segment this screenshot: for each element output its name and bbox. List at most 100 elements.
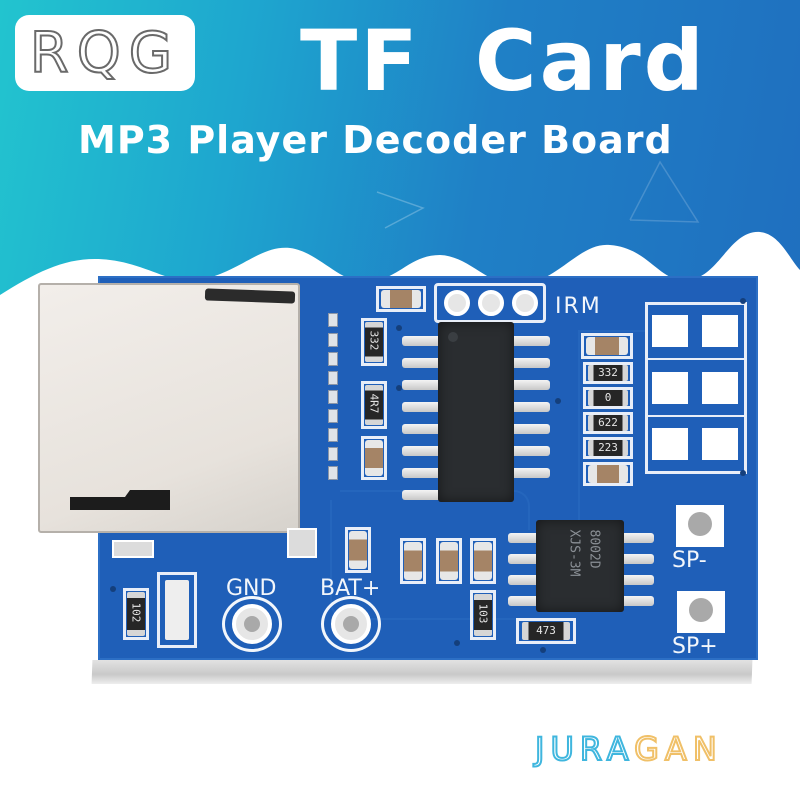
silk-outline	[345, 527, 371, 573]
silk-outline	[361, 381, 387, 429]
tf-slot-pin	[328, 447, 338, 461]
resistor-code: 473	[536, 624, 556, 637]
ic-lead	[620, 575, 654, 585]
resistor-622	[588, 415, 628, 431]
sp-plus-label: SP+	[672, 634, 718, 659]
ic-lead	[510, 380, 550, 390]
silk-outline	[361, 436, 387, 480]
silk-outline	[583, 462, 633, 486]
resistor-473	[522, 622, 570, 640]
ic-lead	[402, 490, 442, 500]
silk-outline	[516, 618, 576, 644]
sp-minus-hole	[688, 512, 712, 536]
capacitor	[588, 465, 628, 483]
silk-outline	[361, 318, 387, 366]
sp-plus-hole	[689, 598, 713, 622]
watermark-part-1: JURA	[534, 729, 635, 769]
resistor-102	[127, 592, 145, 636]
ic-lead	[508, 533, 540, 543]
irm-pin-1[interactable]	[444, 290, 470, 316]
silk-outline	[123, 588, 149, 640]
capacitor	[440, 542, 458, 580]
resistor-103	[474, 594, 492, 636]
irm-label: IRM	[555, 294, 602, 319]
ic-lead	[402, 446, 442, 456]
ic-lead	[508, 596, 540, 606]
tf-slot-pin	[328, 371, 338, 385]
amplifier-ic: 8002D XJS-3M	[536, 520, 624, 612]
button-pad[interactable]	[702, 315, 738, 347]
ic-lead	[402, 468, 442, 478]
resistor-code: 332	[367, 330, 381, 351]
amp-ic-marking-2: XJS-3M	[566, 529, 582, 577]
capacitor	[349, 531, 367, 569]
silk-outline	[583, 412, 633, 434]
silk-outline	[583, 437, 633, 459]
watermark-part-2: GAN	[633, 729, 723, 769]
via	[454, 640, 460, 646]
pcb-trace	[330, 500, 540, 620]
capacitor	[474, 542, 492, 580]
ic-lead	[620, 554, 654, 564]
resistor-code: 332	[598, 366, 618, 379]
button-pad[interactable]	[702, 428, 738, 460]
ic-lead	[620, 596, 654, 606]
tf-card-slot-foot	[112, 540, 154, 558]
tf-slot-pin	[328, 313, 338, 327]
brand-logo: RQG	[15, 15, 195, 91]
decorative-triangle-icon	[376, 191, 425, 229]
juragan-watermark: JURAGAN	[534, 729, 723, 769]
ic-lead	[402, 380, 442, 390]
irm-pin-2[interactable]	[478, 290, 504, 316]
resistor-332-left	[365, 322, 383, 362]
sp-minus-label: SP-	[672, 548, 707, 573]
decoder-ic	[438, 322, 514, 502]
capacitor	[365, 440, 383, 476]
ic-lead	[510, 358, 550, 368]
resistor-code: 622	[598, 416, 618, 429]
ic-lead	[402, 336, 442, 346]
tf-slot-pin	[328, 333, 338, 347]
button-pad[interactable]	[652, 315, 688, 347]
via	[396, 385, 402, 391]
resistor-code: 0	[604, 391, 612, 404]
capacitor	[381, 290, 421, 308]
bat-pad-ring	[321, 596, 381, 652]
irm-pin-3[interactable]	[512, 290, 538, 316]
resistor-223	[588, 440, 628, 456]
silk-outline	[470, 538, 496, 584]
gnd-hole	[244, 616, 260, 632]
tf-slot-pin	[328, 466, 338, 480]
button-pad[interactable]	[652, 428, 688, 460]
resistor-332-right	[588, 365, 628, 381]
ic-lead	[510, 336, 550, 346]
button-pad[interactable]	[702, 372, 738, 404]
button-pad[interactable]	[652, 372, 688, 404]
product-subtitle: MP3 Player Decoder Board	[78, 118, 673, 162]
gnd-pad-ring	[222, 596, 282, 652]
amp-ic-marking-1: 8002D	[586, 529, 602, 569]
resistor-code: 223	[598, 441, 618, 454]
silk-outline	[583, 387, 633, 409]
resistor-0-ohm	[588, 390, 628, 406]
resistor-code: 102	[129, 602, 143, 623]
ic-lead	[402, 402, 442, 412]
button-pad-divider	[645, 358, 747, 360]
via	[540, 647, 546, 653]
silk-outline	[376, 286, 426, 312]
ic-lead	[402, 424, 442, 434]
ic-pin1-marker	[448, 332, 458, 342]
via	[110, 586, 116, 592]
silk-outline	[436, 538, 462, 584]
ic-lead	[508, 575, 540, 585]
led-outline	[157, 572, 197, 648]
tf-slot-pin	[328, 428, 338, 442]
pcb-edge	[91, 660, 753, 684]
capacitor	[586, 337, 628, 355]
ic-lead	[402, 358, 442, 368]
tf-slot-pin	[328, 390, 338, 404]
via	[740, 298, 746, 304]
resistor-code: 4R7	[367, 393, 381, 414]
via	[740, 470, 746, 476]
capacitor	[404, 542, 422, 580]
